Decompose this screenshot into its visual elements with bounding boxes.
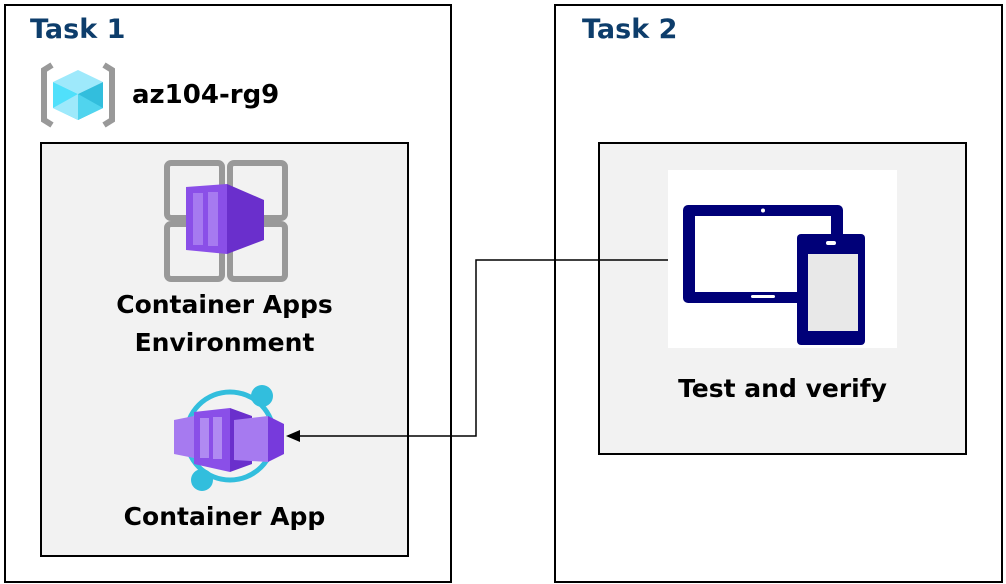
task1-title: Task 1: [30, 14, 126, 45]
environment-label-line1: Container Apps: [116, 290, 333, 319]
container-app-icon: [174, 385, 284, 491]
resource-group-name: az104-rg9: [132, 80, 280, 110]
resource-group-icon: [41, 62, 115, 128]
task2-title: Task 2: [582, 14, 678, 45]
arrowhead: [286, 430, 300, 442]
environment-label: Container Apps Environment: [40, 286, 409, 362]
connector-line: [298, 259, 668, 437]
devices-icon: [683, 205, 865, 345]
container-apps-environment-icon: [164, 160, 288, 282]
test-verify-label: Test and verify: [678, 374, 887, 403]
container-app-label: Container App: [123, 502, 326, 531]
environment-label-line2: Environment: [134, 328, 315, 357]
